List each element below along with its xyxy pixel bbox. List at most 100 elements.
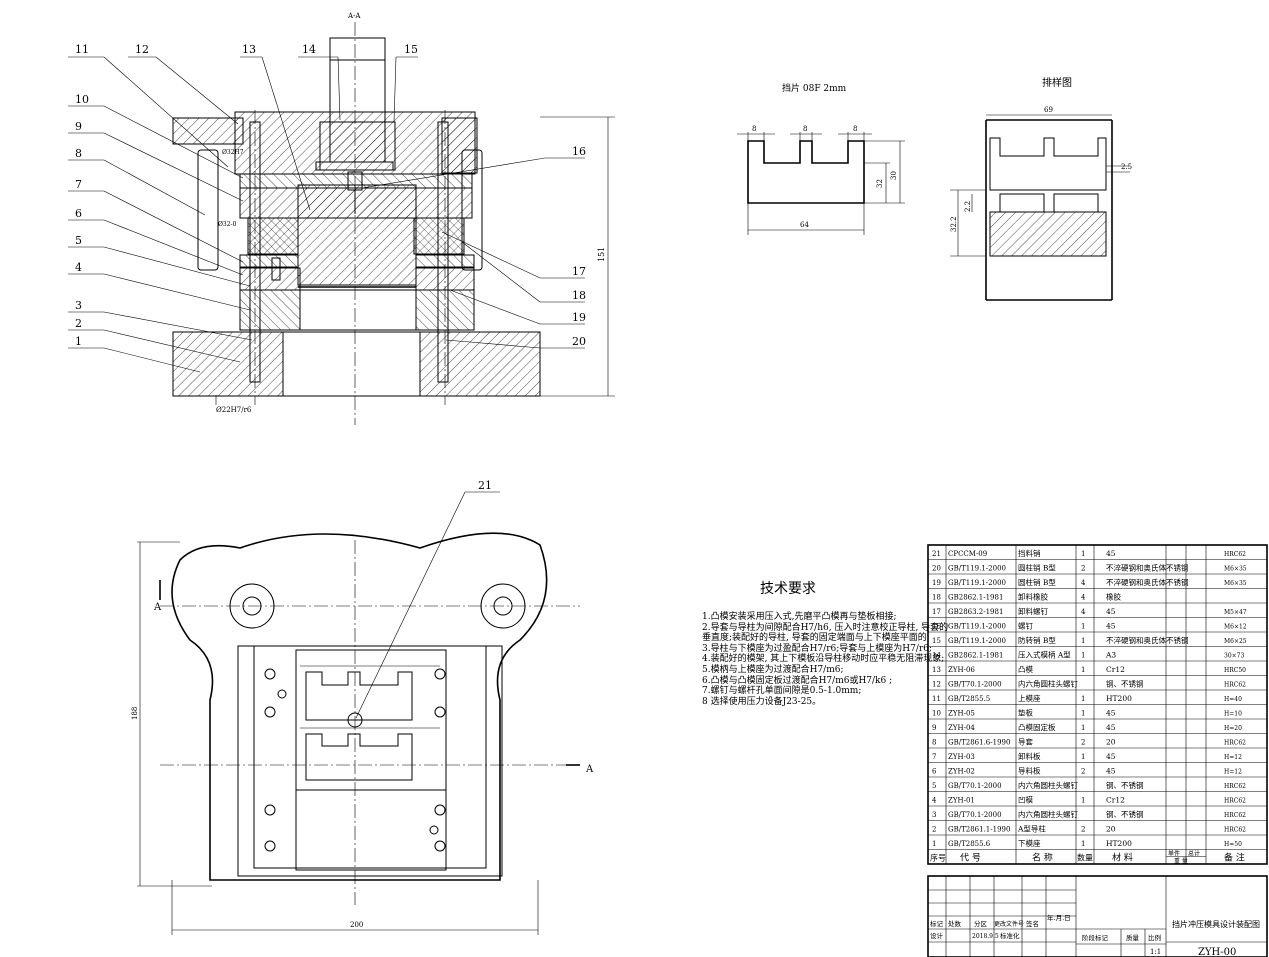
tb-label-date: 年.月.日: [1047, 913, 1071, 922]
bom-cell: 20: [1106, 825, 1116, 834]
bom-cell: GB/T119.1-2000: [948, 579, 1006, 587]
section-view: A-A: [68, 12, 615, 425]
bom-cell: GB/T70.1-2000: [948, 681, 1002, 689]
bom-cell: 45: [1106, 767, 1116, 776]
bom-cell: ZYH-05: [948, 710, 975, 718]
bom-cell: 1: [932, 840, 936, 848]
bom-cell: 螺钉: [1018, 621, 1034, 631]
bom-cell: ZYH-06: [948, 666, 975, 674]
callout-19: 19: [572, 311, 586, 324]
bom-cell: 内六角圆柱头螺钉: [1018, 780, 1078, 790]
bom-cell: 2: [1081, 565, 1085, 573]
section-marker-right: A: [585, 764, 594, 775]
callout-8: 8: [75, 147, 82, 160]
bom-cell: 11: [932, 695, 941, 703]
bom-header-name: 名 称: [1032, 852, 1053, 864]
bom-cell: 8: [932, 739, 936, 747]
bom-cell: 1: [1081, 753, 1085, 761]
plan-dim-width: 200: [350, 921, 363, 929]
bom-cell: ZYH-02: [948, 768, 975, 776]
bom-cell: 45: [1106, 622, 1116, 631]
tb-label-change-doc: 更改文件号: [994, 920, 1024, 928]
part-dim-slot-3: 8: [853, 125, 857, 133]
bom-cell: 2: [1081, 826, 1085, 834]
bom-cell: A型导柱: [1017, 824, 1046, 834]
tb-scale-label: 比例: [1148, 933, 1161, 942]
callout-15: 15: [404, 43, 418, 56]
bom-cell: HT200: [1106, 694, 1132, 703]
tb-label-mark: 标记: [930, 919, 944, 928]
bom-cell: 钢、不锈钢: [1106, 780, 1144, 790]
part-dim-slot-2: 8: [803, 125, 807, 133]
tech-title: 技术要求: [760, 581, 816, 597]
height-dimension: 151: [597, 247, 606, 262]
bom-cell: H=12: [1224, 769, 1242, 776]
tech-line-3: 垂直度;装配好的导柱, 导套的固定端面与上下模座平面的: [702, 633, 927, 644]
bom-cell: 防转销 B型: [1018, 635, 1056, 645]
bom-cell: GB/T119.1-2000: [948, 637, 1006, 645]
bom-cell: 21: [932, 550, 941, 558]
bom-cell: 1: [1081, 840, 1085, 848]
tb-label-sign: 签名: [1026, 919, 1039, 928]
layout-dim-h1: 32.2: [950, 216, 958, 232]
callout-2: 2: [75, 317, 82, 330]
part-dim-h1: 32: [876, 179, 884, 188]
bom-cell: GB/T70.1-2000: [948, 811, 1002, 819]
bom-cell: 凸模: [1018, 664, 1034, 674]
bom-cell: 1: [1081, 637, 1085, 645]
bom-cell: 橡胶: [1106, 592, 1122, 602]
bom-header-total-weight: 总计: [1188, 850, 1200, 858]
callout-10: 10: [75, 93, 89, 106]
bom-cell: GB/T119.1-2000: [948, 623, 1006, 631]
bom-cell: 钢、不锈钢: [1106, 679, 1144, 689]
callout-12: 12: [135, 43, 149, 56]
bom-cell: 20: [1106, 738, 1116, 747]
bom-cell: H=10: [1224, 711, 1242, 718]
bom-cell: ZYH-01: [948, 797, 975, 805]
callout-17: 17: [572, 265, 586, 278]
bom-cell: 4: [1081, 608, 1086, 616]
bom-cell: 4: [1081, 594, 1086, 602]
layout-dim-h2: 2.2: [964, 201, 972, 212]
bom-cell: 挡料销: [1018, 548, 1041, 558]
bom-cell: 1: [1081, 797, 1085, 805]
bom-cell: 不淬硬钢和奥氏体不锈钢: [1106, 635, 1189, 645]
bom-cell: HRC62: [1224, 740, 1246, 747]
tb-scale: 1:1: [1150, 948, 1161, 956]
bom-cell: 内六角圆柱头螺钉: [1018, 809, 1078, 819]
bom-cell: GB/T2855.5: [948, 695, 990, 703]
bom-header-weight: 重 量: [1174, 857, 1188, 865]
bom-cell: 17: [932, 608, 941, 616]
tb-stage-mark: 阶段标记: [1082, 933, 1109, 942]
tb-weight: 质量: [1126, 933, 1140, 942]
bom-cell: HRC62: [1224, 827, 1246, 834]
bom-cell: 1: [1081, 550, 1085, 558]
bom-cell: 卸料螺钉: [1018, 606, 1048, 616]
part-title: 挡片 08F 2mm: [782, 82, 847, 94]
tb-standard: 标准化: [1000, 931, 1020, 940]
bom-header-unit-weight: 单件: [1168, 850, 1180, 858]
fit-side-2: Ø32-0: [218, 221, 237, 228]
bom-cell: HRC62: [1224, 682, 1246, 689]
bom-header-no: 序号: [930, 853, 946, 863]
bom-cell: HRC62: [1224, 798, 1246, 805]
callout-11: 11: [75, 43, 89, 56]
tech-line-5: 4.装配好的模架, 其上下模板沿导柱移动时应平稳无阻滞现象;: [702, 654, 945, 665]
layout-view: 排样图 69 2.5 32.2 2.2: [950, 76, 1132, 301]
callout-4: 4: [75, 261, 82, 274]
bom-cell: 16: [932, 623, 941, 631]
bom-cell: 12: [932, 681, 941, 689]
bom-cell: GB/T2861.1-1990: [948, 826, 1010, 834]
bom-cell: M6×12: [1224, 624, 1247, 631]
part-dim-width: 64: [800, 221, 809, 229]
tech-line-7: 6.凸模与凸模固定板过渡配合H7/m6或H7/k6 ;: [702, 675, 893, 686]
section-marker-left: A: [153, 602, 162, 613]
callout-13: 13: [242, 43, 256, 56]
callout-20: 20: [572, 335, 586, 348]
fit-side-1: Ø32H7: [222, 149, 244, 156]
bom-cell: GB2863.2-1981: [948, 608, 1003, 616]
bom-cell: ZYH-03: [948, 753, 975, 761]
bom-cell: HRC62: [1224, 551, 1246, 558]
bom-cell: CPCCM-09: [948, 550, 987, 558]
plan-dim-height: 188: [131, 707, 139, 720]
